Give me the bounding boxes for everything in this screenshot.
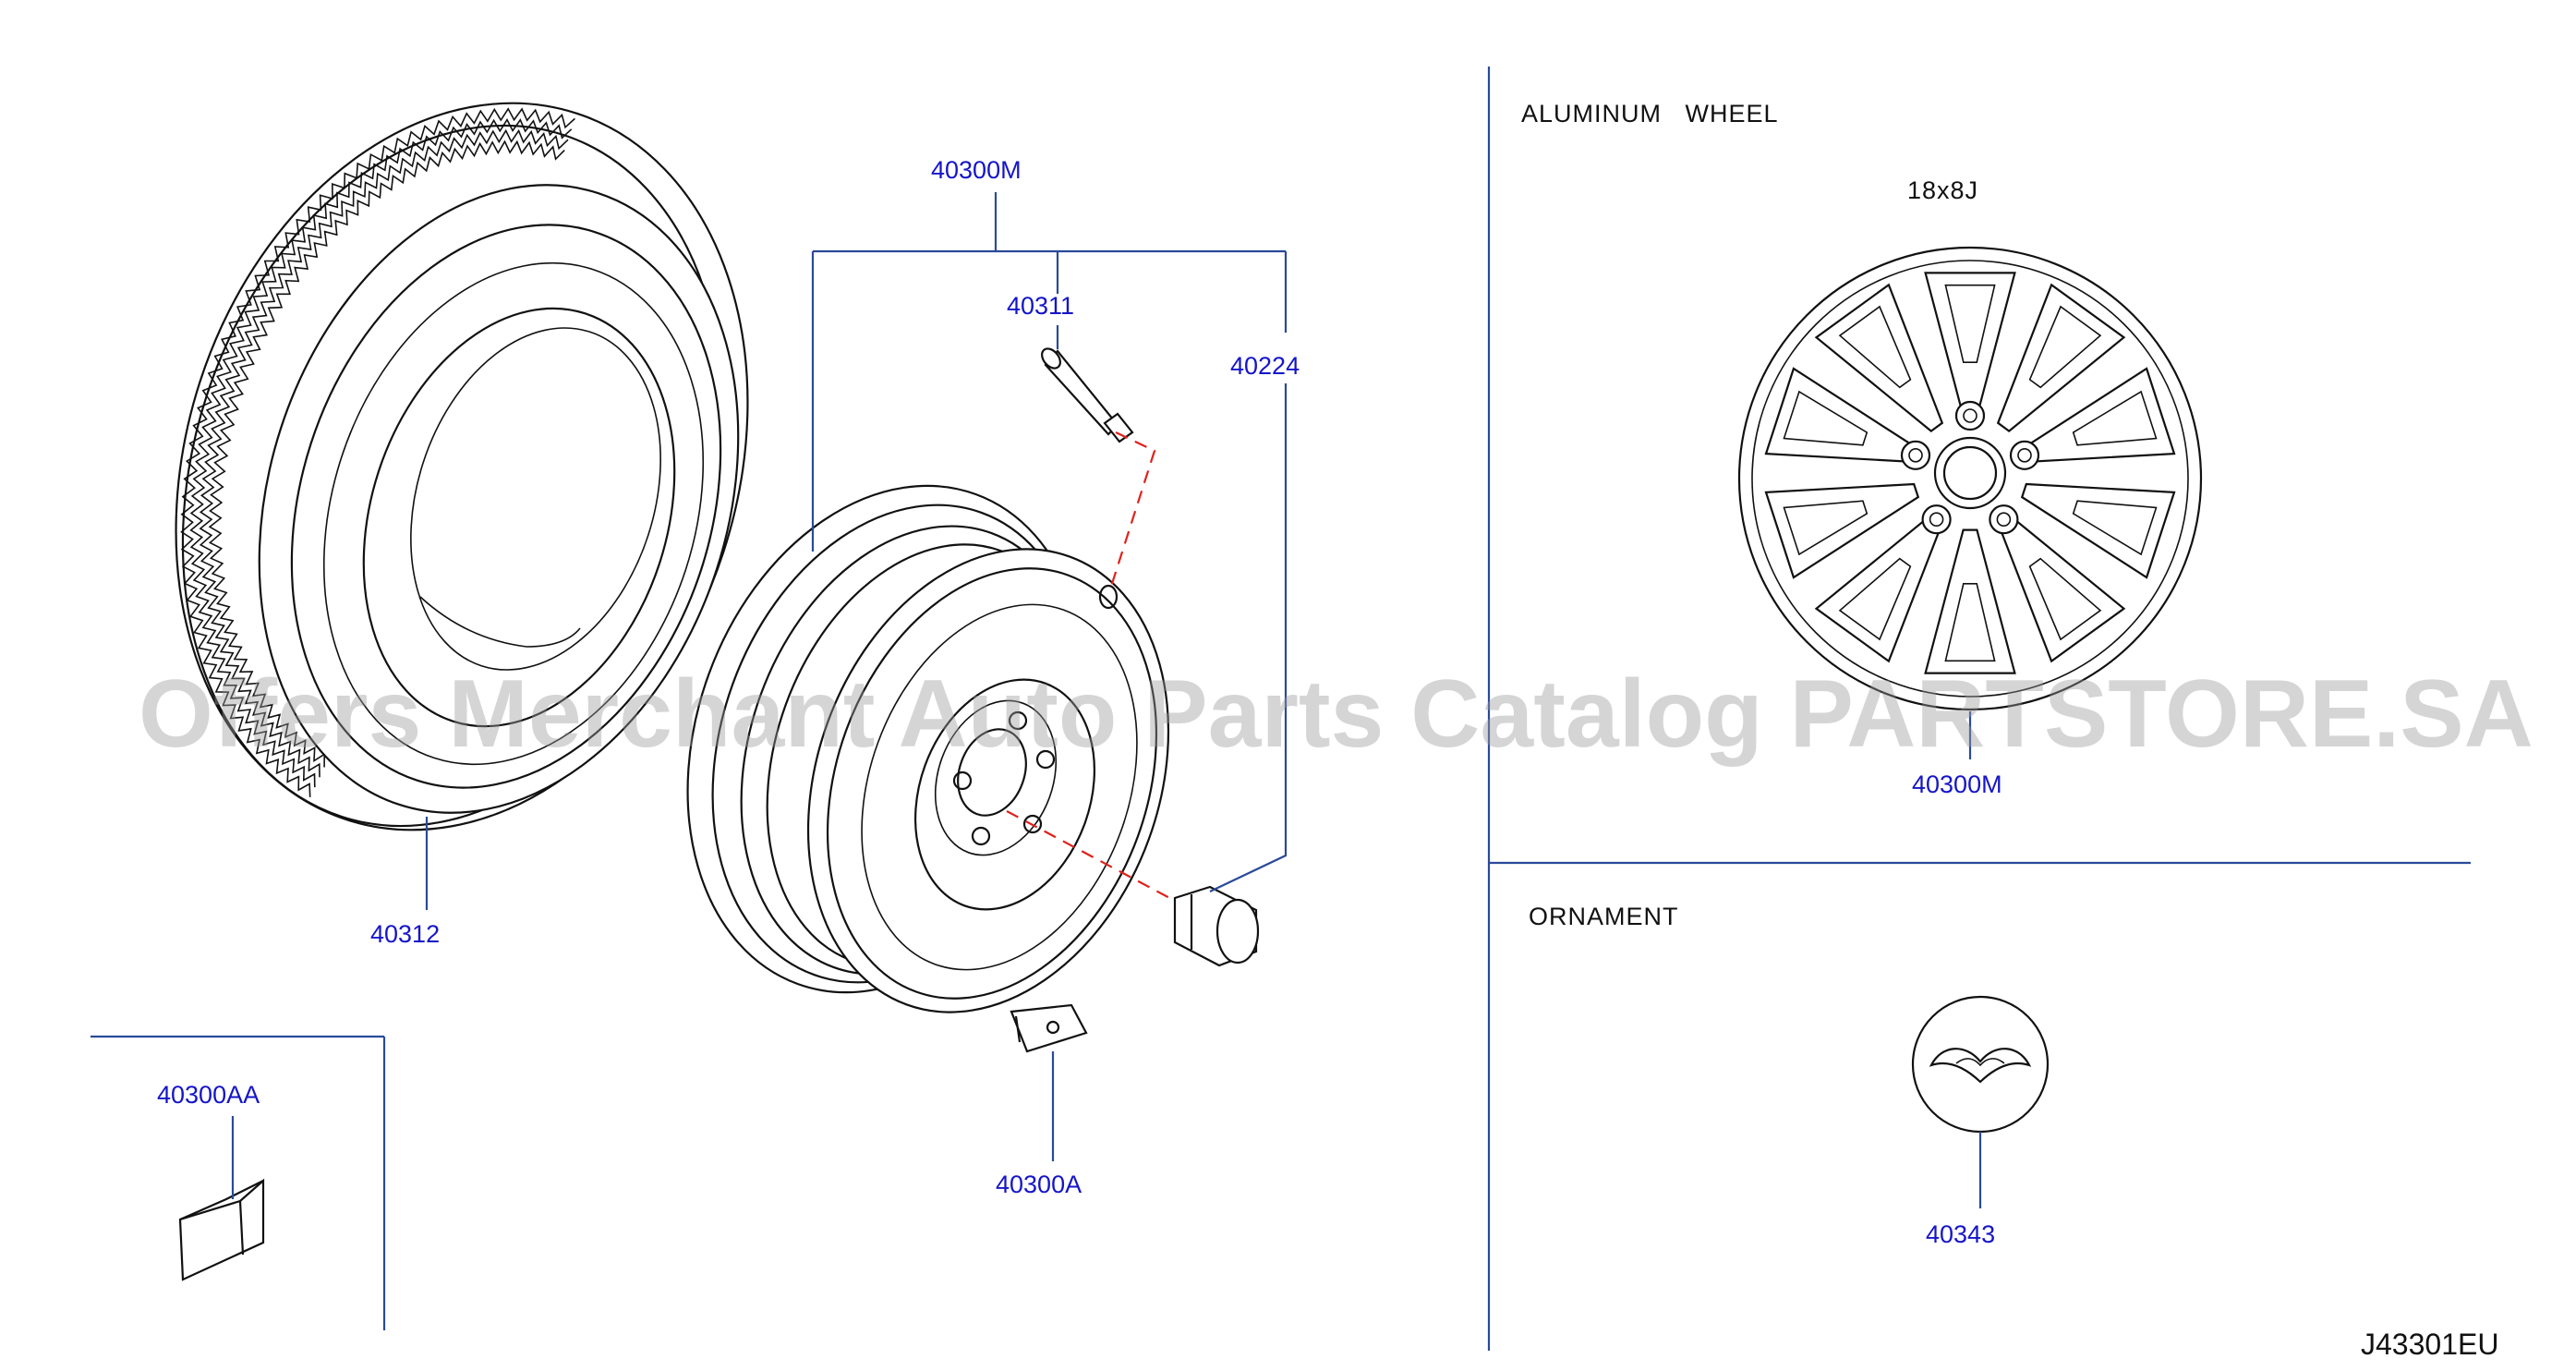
watermark: Offers Merchant Auto Parts Catalog PARTS… — [139, 661, 2534, 768]
tire-tread — [180, 107, 575, 797]
leader-lines — [231, 192, 1982, 1208]
wheel-size-label: 18x8J — [1907, 176, 1978, 204]
lug-hole-3 — [1921, 504, 1952, 535]
valve-stem-icon[interactable] — [1038, 346, 1134, 443]
spoke-inner-3 — [2072, 500, 2158, 556]
spoke-inner-5 — [1944, 583, 1996, 662]
tread-ring-2 — [199, 128, 569, 778]
alloy-wheel-drawing[interactable] — [1737, 246, 2203, 711]
spoke-inner-1 — [2028, 305, 2102, 389]
spoke-inner-8 — [1783, 390, 1869, 446]
label-40312[interactable]: 40312 — [370, 920, 440, 948]
tread-ring-3 — [208, 140, 565, 768]
label-40300A[interactable]: 40300A — [996, 1171, 1082, 1198]
spoke-3 — [2020, 482, 2176, 579]
tread-ring-0 — [180, 107, 575, 797]
spoke-9 — [1814, 283, 1944, 432]
label-40343[interactable]: 40343 — [1926, 1220, 1995, 1248]
label-40300AA[interactable]: 40300AA — [157, 1081, 260, 1109]
alloy-wheel-lugs — [1900, 400, 2040, 535]
spoke-inner-9 — [1838, 305, 1912, 389]
lug-hole-inner-0 — [1963, 408, 1977, 423]
label-40300M[interactable]: 40300M — [931, 156, 1022, 184]
balance-weight-icon[interactable] — [1010, 1003, 1088, 1053]
spoke-inner-2 — [2072, 390, 2158, 446]
tread-ring-1 — [189, 117, 573, 788]
lug-hole-4 — [1900, 440, 1931, 470]
lug-nut-icon[interactable] — [1173, 885, 1260, 967]
lug-hole-2 — [1989, 504, 2019, 535]
spoke-inner-6 — [1838, 557, 1912, 641]
lug-hole-inner-2 — [1996, 512, 2012, 528]
spoke-inner-7 — [1783, 500, 1869, 556]
ornament-cap-icon[interactable] — [1911, 995, 2050, 1134]
section-dividers — [91, 67, 2471, 1351]
alloy-wheel-spokes — [1764, 272, 2176, 674]
spoke-1 — [1996, 283, 2126, 432]
lug-hole-0 — [1954, 400, 1986, 431]
label-40311[interactable]: 40311 — [1007, 292, 1074, 320]
label-40224[interactable]: 40224 — [1230, 352, 1300, 380]
label-alloy-40300M[interactable]: 40300M — [1912, 770, 2002, 798]
steel-wheel-drawing[interactable] — [620, 430, 1230, 1063]
tire-drawing[interactable] — [85, 29, 838, 905]
assembly-dashed-lines — [1006, 431, 1176, 902]
spoke-inner-0 — [1944, 284, 1996, 363]
spoke-7 — [1764, 482, 1920, 579]
lug-hole-inner-3 — [1929, 512, 1944, 528]
lug-hole-1 — [2009, 440, 2040, 470]
lug-hole-inner-1 — [2017, 447, 2032, 463]
adhesive-weight-icon[interactable] — [178, 1178, 265, 1281]
spoke-5 — [1924, 528, 2016, 674]
diagram-code: J43301EU — [2361, 1328, 2498, 1361]
section-heading-aluminum-wheel: ALUMINUM WHEEL — [1521, 100, 1779, 127]
lug-hole-inner-4 — [1908, 447, 1923, 463]
spoke-inner-4 — [2028, 557, 2102, 641]
section-heading-ornament: ORNAMENT — [1529, 903, 1679, 930]
